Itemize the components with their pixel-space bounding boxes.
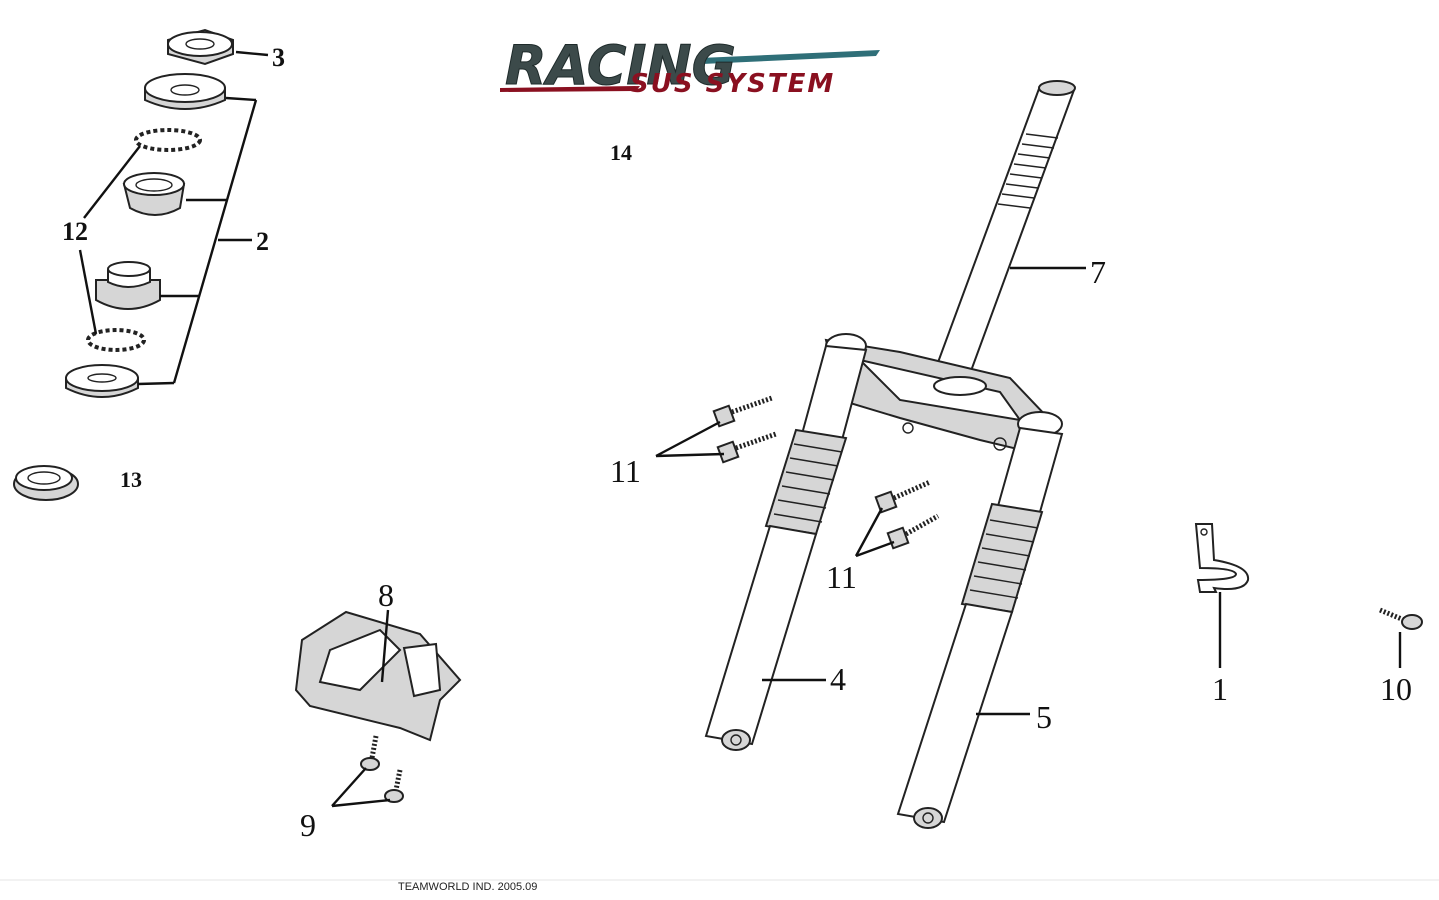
- bolt: [712, 395, 773, 428]
- callout-8: 8: [378, 577, 394, 613]
- callout-5: 5: [1036, 699, 1052, 735]
- part-12-ball-race-bottom: [86, 328, 146, 352]
- part-7-triple-clamp: [824, 333, 1063, 454]
- part-8-fork-cover: [294, 609, 462, 742]
- part-7-steering-stem: [928, 80, 1086, 392]
- part-1-brake-hose-bracket: [1194, 523, 1250, 668]
- callout-4: 4: [830, 661, 846, 697]
- callout-11-right: 11: [826, 559, 857, 595]
- callout-12: 12: [62, 217, 88, 246]
- fork-boot-right: [960, 502, 1044, 614]
- part-9-screws: [331, 735, 404, 808]
- callout-12-leaders: [78, 145, 141, 335]
- callout-2-bracket: [137, 96, 258, 386]
- callout-1: 1: [1212, 671, 1228, 707]
- brand-logo: RACING SUS SYSTEM: [500, 34, 880, 99]
- callout-3: 3: [272, 43, 285, 72]
- part-5-fork-leg-right: [896, 426, 1064, 829]
- part-2-cup-upper: [122, 172, 186, 216]
- callout-2: 2: [256, 227, 269, 256]
- bolt: [716, 431, 777, 464]
- bolt: [874, 479, 932, 514]
- part-10-bolt: [1379, 607, 1423, 668]
- logo-underline: [500, 86, 640, 92]
- screw: [360, 735, 380, 771]
- part-11-bolts-right: [854, 479, 940, 558]
- screw: [384, 769, 404, 803]
- callout-9: 9: [300, 807, 316, 843]
- callout-14: 14: [610, 140, 632, 165]
- callout-7: 7: [1090, 254, 1106, 290]
- part-3-lock-nut: [167, 28, 269, 66]
- logo-sub-text: SUS SYSTEM: [630, 69, 835, 99]
- part-11-bolts-left: [655, 395, 777, 464]
- part-13-dust-seal: [13, 465, 79, 501]
- logo-swoosh: [700, 50, 880, 64]
- footer-copyright: TEAMWORLD IND. 2005.09: [398, 881, 537, 893]
- part-4-fork-leg-left: [704, 344, 868, 751]
- callout-10: 10: [1380, 671, 1412, 707]
- part-2-washer-bottom: [65, 364, 139, 398]
- part-2-cone-lower: [95, 261, 161, 310]
- logo-main-text: RACING: [505, 34, 736, 97]
- part-12-ball-race-top: [134, 128, 202, 152]
- bolt: [886, 513, 940, 550]
- callout-11-left: 11: [610, 453, 641, 489]
- fork-boot-left: [764, 428, 848, 536]
- callout-13: 13: [120, 467, 142, 492]
- part-2-washer-top: [144, 73, 226, 110]
